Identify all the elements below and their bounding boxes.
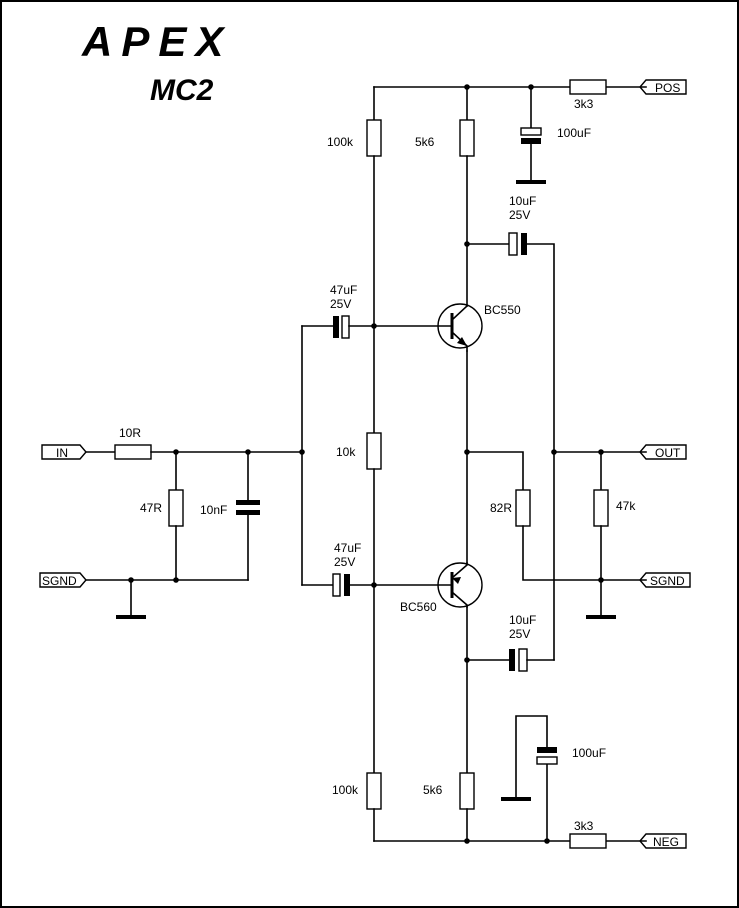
cap-47uf-bottom-plus <box>332 573 341 597</box>
resistor-82r <box>515 489 531 527</box>
label-10nf: 10nF <box>200 503 227 517</box>
apex-logo: APEX <box>81 18 232 65</box>
label-100k-top: 100k <box>327 135 354 149</box>
resistor-10k <box>366 432 382 470</box>
cap-100uf-bottom-plus-plate <box>536 756 558 765</box>
label-10k: 10k <box>336 445 356 459</box>
resistor-10r <box>114 444 152 460</box>
cap-10uf-top-minus <box>521 233 527 255</box>
label-100k-bottom: 100k <box>332 783 359 797</box>
label-10r: 10R <box>119 426 141 440</box>
junction-dots <box>128 84 604 844</box>
label-47uf-bottom-voltage: 25V <box>334 555 355 569</box>
in-port[interactable]: IN <box>41 444 87 460</box>
label-bc560: BC560 <box>400 600 437 614</box>
out-port[interactable]: OUT <box>639 444 687 460</box>
sgnd-right-port[interactable]: SGND <box>639 572 691 588</box>
label-47uf-bottom-value: 47uF <box>334 541 361 555</box>
label-10uf-bottom-value: 10uF <box>509 613 536 627</box>
ground-symbol-bottom <box>501 797 531 801</box>
resistor-47k <box>593 489 609 527</box>
feedback-top-wire <box>466 451 524 491</box>
cap-10nf-plate-top <box>236 500 260 505</box>
label-bc550: BC550 <box>484 303 521 317</box>
label-3k3-bottom: 3k3 <box>574 819 594 833</box>
resistor-100k-bottom <box>366 772 382 810</box>
label-5k6-top: 5k6 <box>415 135 435 149</box>
sgnd-left-port-label: SGND <box>42 574 77 588</box>
neg-port[interactable]: NEG <box>639 833 687 849</box>
cap-47uf-top-minus <box>333 316 339 338</box>
resistor-100k-top <box>366 119 382 157</box>
cap-100uf-top-minus-plate <box>521 138 541 144</box>
label-100uf-bottom: 100uF <box>572 746 606 760</box>
cap-10uf-bottom-minus <box>509 649 515 671</box>
resistor-3k3-top <box>569 79 607 95</box>
cap-bottom-ground-lead <box>515 715 548 799</box>
neg-port-label: NEG <box>653 835 679 849</box>
resistor-5k6-bottom <box>459 772 475 810</box>
resistor-5k6-top <box>459 119 475 157</box>
label-47uf-top-value: 47uF <box>330 283 357 297</box>
label-10uf-bottom-voltage: 25V <box>509 627 530 641</box>
ground-symbol-left <box>116 615 146 619</box>
cap-10uf-bottom-plus <box>518 648 528 672</box>
cap-100uf-top-plus-plate <box>520 127 542 136</box>
pos-port-label: POS <box>655 81 680 95</box>
ground-symbol-right <box>586 615 616 619</box>
label-47uf-top-voltage: 25V <box>330 297 351 311</box>
label-3k3-top: 3k3 <box>574 97 594 111</box>
label-10uf-top-voltage: 25V <box>509 208 530 222</box>
cap-47uf-bottom-minus <box>344 574 350 596</box>
pos-port[interactable]: POS <box>639 79 687 95</box>
label-47k: 47k <box>616 499 636 513</box>
label-5k6-bottom: 5k6 <box>423 783 443 797</box>
out-port-label: OUT <box>655 446 681 460</box>
resistor-3k3-bottom <box>569 833 607 849</box>
logo-text: APEX <box>81 18 232 65</box>
resistor-47r <box>168 489 184 527</box>
transistor-bc550 <box>373 303 483 352</box>
coupling-right-wire <box>526 243 555 661</box>
label-47r: 47R <box>140 501 162 515</box>
cap-47uf-top-plus <box>341 315 350 339</box>
cap-10nf-plate-bottom <box>236 510 260 515</box>
model-title: MC2 <box>150 74 214 107</box>
label-82r: 82R <box>490 501 512 515</box>
sgnd-right-port-label: SGND <box>650 574 685 588</box>
cap-10uf-top-plus <box>508 232 518 256</box>
sgnd-left-port[interactable]: SGND <box>39 572 87 588</box>
feedback-to-sgnd-wire <box>522 525 647 581</box>
label-100uf-top: 100uF <box>557 126 591 140</box>
transistor-bc560 <box>373 562 483 608</box>
in-port-label: IN <box>56 446 68 460</box>
ground-symbol-top <box>516 180 546 184</box>
cap-100uf-bottom-minus-plate <box>537 747 557 753</box>
label-10uf-top-value: 10uF <box>509 194 536 208</box>
